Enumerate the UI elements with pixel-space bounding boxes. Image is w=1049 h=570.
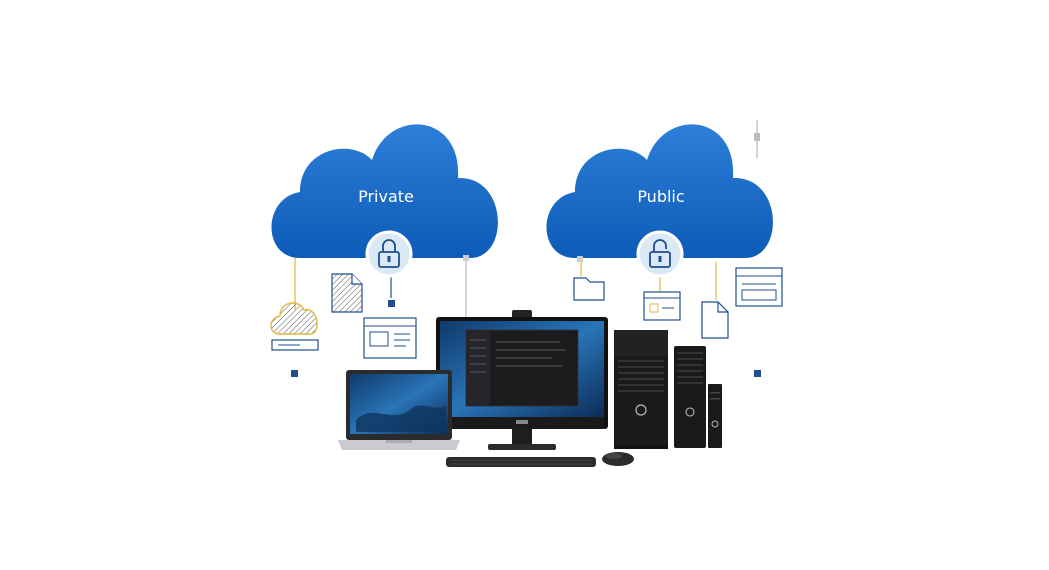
small-form-factor-desktop: [674, 346, 706, 448]
public-cloud-label: Public: [637, 187, 684, 206]
public-cloud: Public: [546, 124, 773, 258]
decorative-squares: [291, 133, 761, 377]
document-icon: [331, 273, 363, 313]
padlock-open-icon: [636, 230, 684, 278]
private-cloud: Private: [271, 124, 498, 258]
document-icon-public: [701, 301, 729, 339]
private-cloud-label: Private: [358, 187, 414, 206]
browser-window-icon: [735, 267, 783, 307]
monitor: [436, 310, 608, 450]
keyboard: [446, 457, 596, 467]
window-panel-icon: [363, 317, 417, 359]
padlock-closed-icon: [365, 230, 413, 278]
tag-card-icon: [643, 291, 681, 321]
folder-icon: [573, 277, 605, 301]
mouse: [602, 452, 634, 466]
tower-desktop: [614, 330, 668, 449]
small-cloud-icon: [270, 302, 319, 351]
laptop: [338, 370, 460, 450]
micro-desktop: [708, 384, 722, 448]
